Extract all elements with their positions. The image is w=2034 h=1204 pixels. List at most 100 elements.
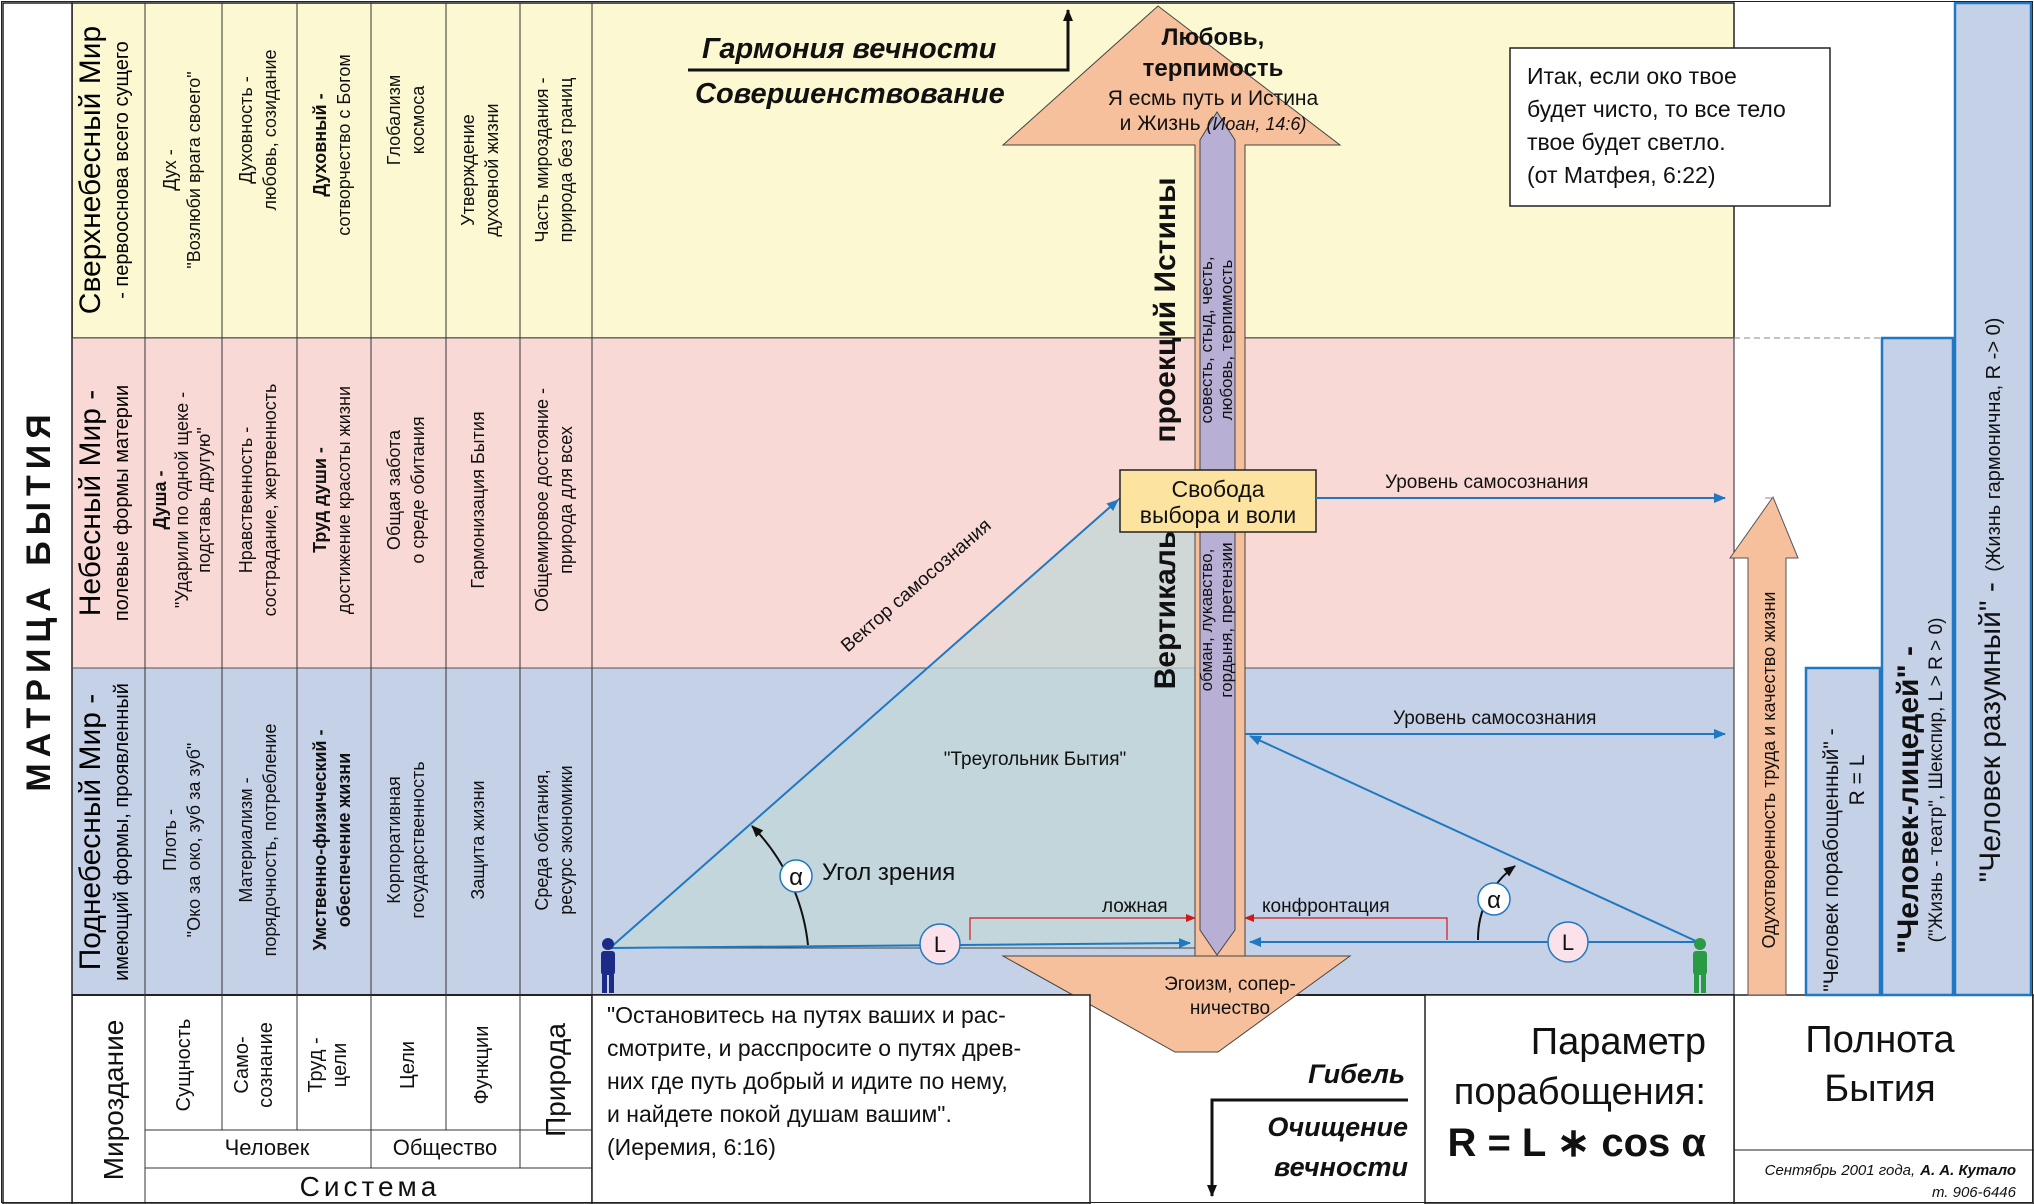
parameter-label: Параметр порабощения: R = L ∗ cos α <box>1447 1021 1706 1165</box>
svg-text:сотворчество с Богом: сотворчество с Богом <box>334 54 354 235</box>
svg-text:Душа -: Душа - <box>150 470 170 529</box>
freedom-label: Свобода выбора и воли <box>1140 476 1296 528</box>
vector-line <box>609 499 1119 949</box>
svg-text:Нравственность -: Нравственность - <box>236 427 256 574</box>
harmony-text: Гармония вечности Совершенствование <box>695 33 1005 110</box>
world-mid-label: Небесный Мир - полевые формы материи <box>74 385 133 621</box>
left-baseline <box>609 938 1191 949</box>
svg-text:о среде обитания: о среде обитания <box>408 416 428 563</box>
right-vector-line <box>1249 735 1699 943</box>
svg-text:L: L <box>934 932 946 957</box>
svg-text:R = L: R = L <box>1846 755 1869 806</box>
svg-text:"Ударили по одной щеке -: "Ударили по одной щеке - <box>172 392 192 608</box>
alpha-right-badge <box>1477 882 1511 916</box>
svg-text:т. 906-6446: т. 906-6446 <box>1932 1184 2017 1201</box>
right-column-box <box>1733 994 2034 1204</box>
L-right-badge <box>1547 921 1589 963</box>
credit: Сентябрь 2001 года,А. А. Кутало т. 906-6… <box>1765 1162 2017 1201</box>
svg-text:сознание: сознание <box>255 1022 277 1108</box>
bar-human-rational <box>1953 1 2033 997</box>
up-arrow-label: Любовь, терпимость Я есмь путь и Истина … <box>1108 24 1319 135</box>
false-label: ложная <box>1102 896 1168 917</box>
svg-text:Труд -: Труд - <box>305 1037 327 1092</box>
svg-text:смотрите, и расспросите о путя: смотрите, и расспросите о путях древ- <box>607 1035 1021 1061</box>
svg-text:гордыня, претензии: гордыня, претензии <box>1217 542 1236 697</box>
svg-text:Дух -: Дух - <box>160 149 180 191</box>
L-left-badge <box>919 923 961 965</box>
svg-text:обеспечение жизни: обеспечение жизни <box>334 753 354 927</box>
header-mirozdanie: Мироздание <box>98 1020 129 1181</box>
svg-text:государственность: государственность <box>408 761 428 918</box>
header-suschnost: Сущность <box>173 1019 195 1112</box>
svg-text:Гибель: Гибель <box>1308 1059 1405 1089</box>
svg-text:ресурс экономики: ресурс экономики <box>556 765 576 914</box>
header-funkcii: Функции <box>471 1026 493 1105</box>
band-mid <box>71 337 1735 669</box>
svg-text:любовь, созидание: любовь, созидание <box>260 49 280 210</box>
parameter-box <box>1424 994 1735 1204</box>
quote-top-box <box>1509 47 1831 207</box>
world-low-label: Поднебесный Мир - имеющий формы, проявле… <box>74 683 133 981</box>
svg-text:Умственно-физический -: Умственно-физический - <box>310 730 330 951</box>
svg-text:природа без границ: природа без границ <box>556 78 576 243</box>
svg-text:"Человек порабощенный" -: "Человек порабощенный" - <box>1820 728 1843 991</box>
header-trud: Труд -цели <box>305 1037 351 1092</box>
person-blue-icon <box>601 938 615 993</box>
svg-text:Я есмь путь и Истина: Я есмь путь и Истина <box>1108 87 1319 110</box>
svg-text:Труд души -: Труд души - <box>310 447 330 553</box>
svg-text:α: α <box>789 864 803 891</box>
svg-text:природа для всех: природа для всех <box>556 426 576 574</box>
svg-text:("Жизнь - театр", Шекспир, L >: ("Жизнь - театр", Шекспир, L > R > 0) <box>1926 618 1947 943</box>
cell-top-2: Духовность -любовь, созидание <box>236 49 280 210</box>
svg-text:достижение красоты жизни: достижение красоты жизни <box>334 386 354 614</box>
bar-human-actor <box>1880 336 1955 997</box>
svg-text:сострадание, жертвенность: сострадание, жертвенность <box>260 384 280 617</box>
fullness-label: Полнота Бытия <box>1805 1019 1955 1110</box>
svg-text:подставь другую": подставь другую" <box>194 427 214 573</box>
quote-top: Итак, если око твое будет чисто, то все … <box>1527 63 1786 188</box>
svg-text:Совершенствование: Совершенствование <box>695 78 1005 110</box>
svg-text:Защита жизни: Защита жизни <box>468 780 488 899</box>
svg-text:R = L ∗ cos α: R = L ∗ cos α <box>1447 1121 1706 1165</box>
level-lower-label: Уровень самосознания <box>1393 708 1596 729</box>
svg-text:Материализм -: Материализм - <box>236 777 256 902</box>
cell-top-3: Духовный -сотворчество с Богом <box>310 54 354 235</box>
labor-quality-label: Одухотворенность труда и качество жизни <box>1759 592 1779 949</box>
svg-text:порабощения:: порабощения: <box>1454 1071 1706 1113</box>
svg-text:- первооснова всего сущего: - первооснова всего сущего <box>111 41 133 299</box>
bottom-table <box>71 994 593 1204</box>
svg-text:Параметр: Параметр <box>1531 1021 1706 1063</box>
svg-text:"Остановитесь на путях ваших и: "Остановитесь на путях ваших и рас- <box>607 1002 1006 1028</box>
svg-text:и Жизнь(Иоан, 14:6): и Жизнь(Иоан, 14:6) <box>1120 112 1307 135</box>
svg-text:Поднебесный Мир -: Поднебесный Мир - <box>74 694 107 971</box>
header-priroda: Природа <box>540 1023 571 1137</box>
svg-text:порядочность, потребление: порядочность, потребление <box>260 724 280 957</box>
svg-text:Бытия: Бытия <box>1824 1068 1935 1110</box>
svg-text:Глобализм: Глобализм <box>384 75 404 166</box>
svg-text:L: L <box>1562 930 1574 955</box>
header-obschestvo: Общество <box>393 1135 498 1160</box>
virtues-label: совесть, стыд, честь, любовь, терпимость <box>1197 256 1236 423</box>
svg-text:духовной жизни: духовной жизни <box>482 103 502 236</box>
cell-mid-6: Общемировое достояние -природа для всех <box>532 388 576 612</box>
svg-text:Полнота: Полнота <box>1805 1019 1955 1061</box>
cell-mid-5: Гармонизация Бытия <box>468 411 488 588</box>
svg-text:"Око за око, зуб за зуб": "Око за око, зуб за зуб" <box>184 743 204 938</box>
svg-text:выбора и воли: выбора и воли <box>1140 502 1296 528</box>
svg-text:цели: цели <box>329 1043 351 1088</box>
world-top-label: Сверхнебесный Мир - первооснова всего су… <box>74 26 133 314</box>
angle-label: Угол зрения <box>822 859 955 886</box>
svg-text:Плоть -: Плоть - <box>160 809 180 871</box>
svg-text:Общая забота: Общая забота <box>384 429 404 550</box>
bar-human-actor-label: "Человек-лицедей" - ("Жизнь - театр", Ше… <box>1892 618 1947 954</box>
svg-text:вечности: вечности <box>1274 1152 1409 1182</box>
band-top <box>71 2 1735 339</box>
svg-text:твое будет светло.: твое будет светло. <box>1527 129 1726 155</box>
confrontation-label: конфронтация <box>1262 896 1390 917</box>
cell-low-6: Среда обитания,ресурс экономики <box>532 765 576 914</box>
svg-text:любовь, терпимость: любовь, терпимость <box>1217 260 1236 421</box>
triangle-name: "Треугольник Бытия" <box>944 749 1127 770</box>
